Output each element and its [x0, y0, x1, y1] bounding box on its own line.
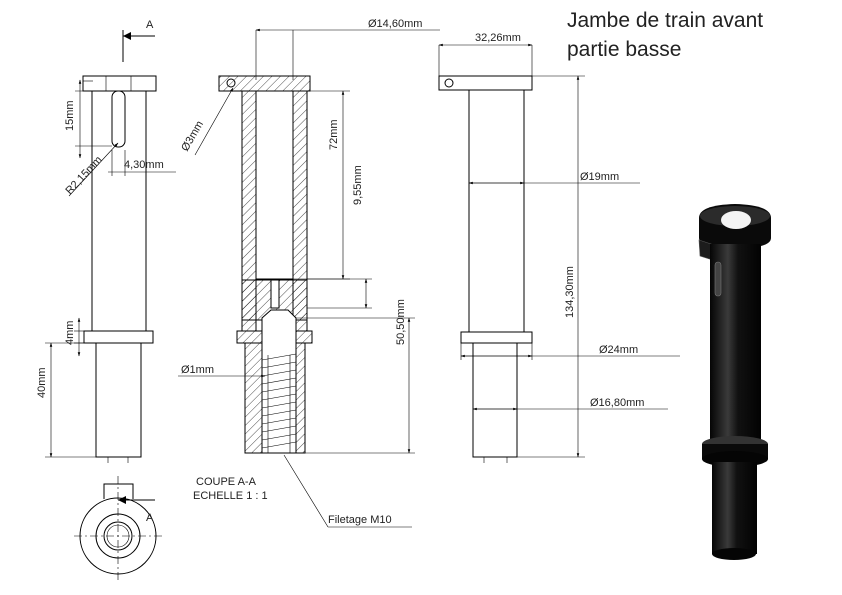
section-view: Ø14,60mm Ø3mm 72mm 9,55mm 50,50mm Ø1mm F… — [178, 18, 440, 528]
dim-32-26: 32,26mm — [475, 32, 521, 44]
dim-d16-80: Ø16,80mm — [590, 397, 644, 409]
section-marker-top: A — [146, 19, 154, 31]
dim-4: 4mm — [64, 321, 76, 345]
dim-d14-60: Ø14,60mm — [368, 18, 422, 30]
dim-d3: Ø3mm — [179, 119, 206, 154]
part-render — [698, 204, 771, 560]
dim-d24: Ø24mm — [599, 344, 638, 356]
dim-72: 72mm — [328, 119, 340, 150]
dim-d19: Ø19mm — [580, 171, 619, 183]
front-view: A 15mm R2,15mm 4,30mm 4mm — [36, 19, 176, 463]
dim-d1: Ø1mm — [181, 364, 214, 376]
section-marker-bottom: A — [146, 512, 154, 524]
dim-40: 40mm — [36, 367, 48, 398]
side-view: 32,26mm Ø19mm 134,30mm Ø24mm Ø16,80mm — [438, 32, 680, 463]
dim-134-30: 134,30mm — [564, 266, 576, 318]
drawing-title-line1: Jambe de train avant — [567, 9, 764, 32]
dim-9-55: 9,55mm — [352, 165, 364, 205]
dim-4-30: 4,30mm — [124, 159, 164, 171]
section-caption-line1: COUPE A-A — [196, 476, 257, 488]
drawing-title-line2: partie basse — [567, 38, 682, 61]
bottom-view: A — [74, 476, 162, 583]
dim-15: 15mm — [64, 100, 76, 131]
dim-r2-15: R2,15mm — [63, 154, 104, 197]
thread-pattern — [261, 353, 297, 453]
thread-label: Filetage M10 — [328, 514, 392, 526]
section-caption-line2: ECHELLE 1 : 1 — [193, 490, 268, 502]
dim-50-50: 50,50mm — [395, 299, 407, 345]
